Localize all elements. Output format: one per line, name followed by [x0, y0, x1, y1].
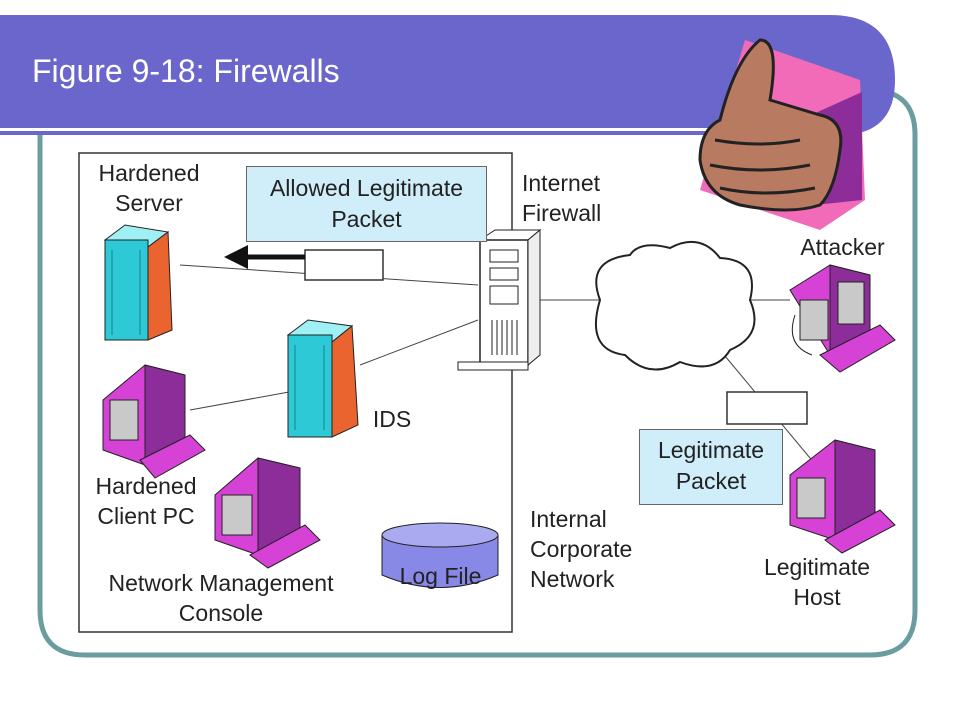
label-line: Internal	[530, 506, 607, 532]
ids-server-icon	[286, 319, 359, 438]
legitimate-host-label: Legitimate Host	[750, 552, 884, 612]
attacker-label: Attacker	[800, 234, 885, 260]
label-line: Hardened	[98, 160, 200, 186]
label-line: Client PC	[97, 503, 195, 529]
banner-rule	[0, 128, 848, 131]
internet-firewall-label: Internet Firewall	[522, 168, 601, 228]
label-line: Legitimate	[657, 437, 765, 463]
allowed-packet-callout: Allowed Legitimate Packet	[246, 166, 487, 242]
ids-label: IDS	[372, 406, 412, 432]
label-line: Allowed Legitimate	[269, 175, 464, 201]
packet-box	[726, 391, 808, 425]
title-banner	[0, 15, 895, 135]
label-line: Server	[115, 190, 183, 216]
label-line: Internet	[522, 170, 600, 196]
slide-frame	[37, 87, 918, 658]
page-title: Figure 9-18: Firewalls	[32, 53, 340, 89]
label-line: Network	[530, 566, 615, 592]
network-management-console-label: Network Management Console	[86, 568, 356, 628]
label-line: Corporate	[530, 536, 633, 562]
hardened-client-label: Hardened Client PC	[80, 471, 212, 531]
server-icon	[103, 224, 173, 341]
client-pc-icon	[102, 364, 206, 479]
label-line: Packet	[331, 206, 402, 232]
legitimate-host-computer-icon	[789, 439, 896, 554]
label-line: Console	[178, 600, 264, 626]
internal-network-box	[78, 152, 513, 633]
label-line: Network Management	[108, 570, 334, 596]
arrow-left-icon	[224, 245, 305, 269]
management-console-computer-icon	[214, 457, 321, 569]
hardened-server-label: Hardened Server	[85, 158, 213, 218]
attacker-computer-icon	[789, 264, 896, 373]
log-file-cylinder-icon	[381, 522, 499, 588]
thumbs-up-clipart	[698, 38, 865, 230]
internet-cloud-icon	[594, 240, 756, 371]
internal-network-label: Internal Corporate Network	[530, 504, 632, 594]
label-line: Packet	[675, 468, 747, 494]
label-line: Host	[793, 584, 841, 610]
legitimate-packet-callout: Legitimate Packet	[639, 429, 783, 505]
packet-box	[304, 249, 384, 281]
label-line: Legitimate	[763, 554, 871, 580]
log-file-label: Log File	[399, 563, 482, 589]
label-line: Hardened	[95, 473, 197, 499]
label-line: Firewall	[522, 200, 602, 226]
firewall-server-icon	[457, 228, 542, 371]
